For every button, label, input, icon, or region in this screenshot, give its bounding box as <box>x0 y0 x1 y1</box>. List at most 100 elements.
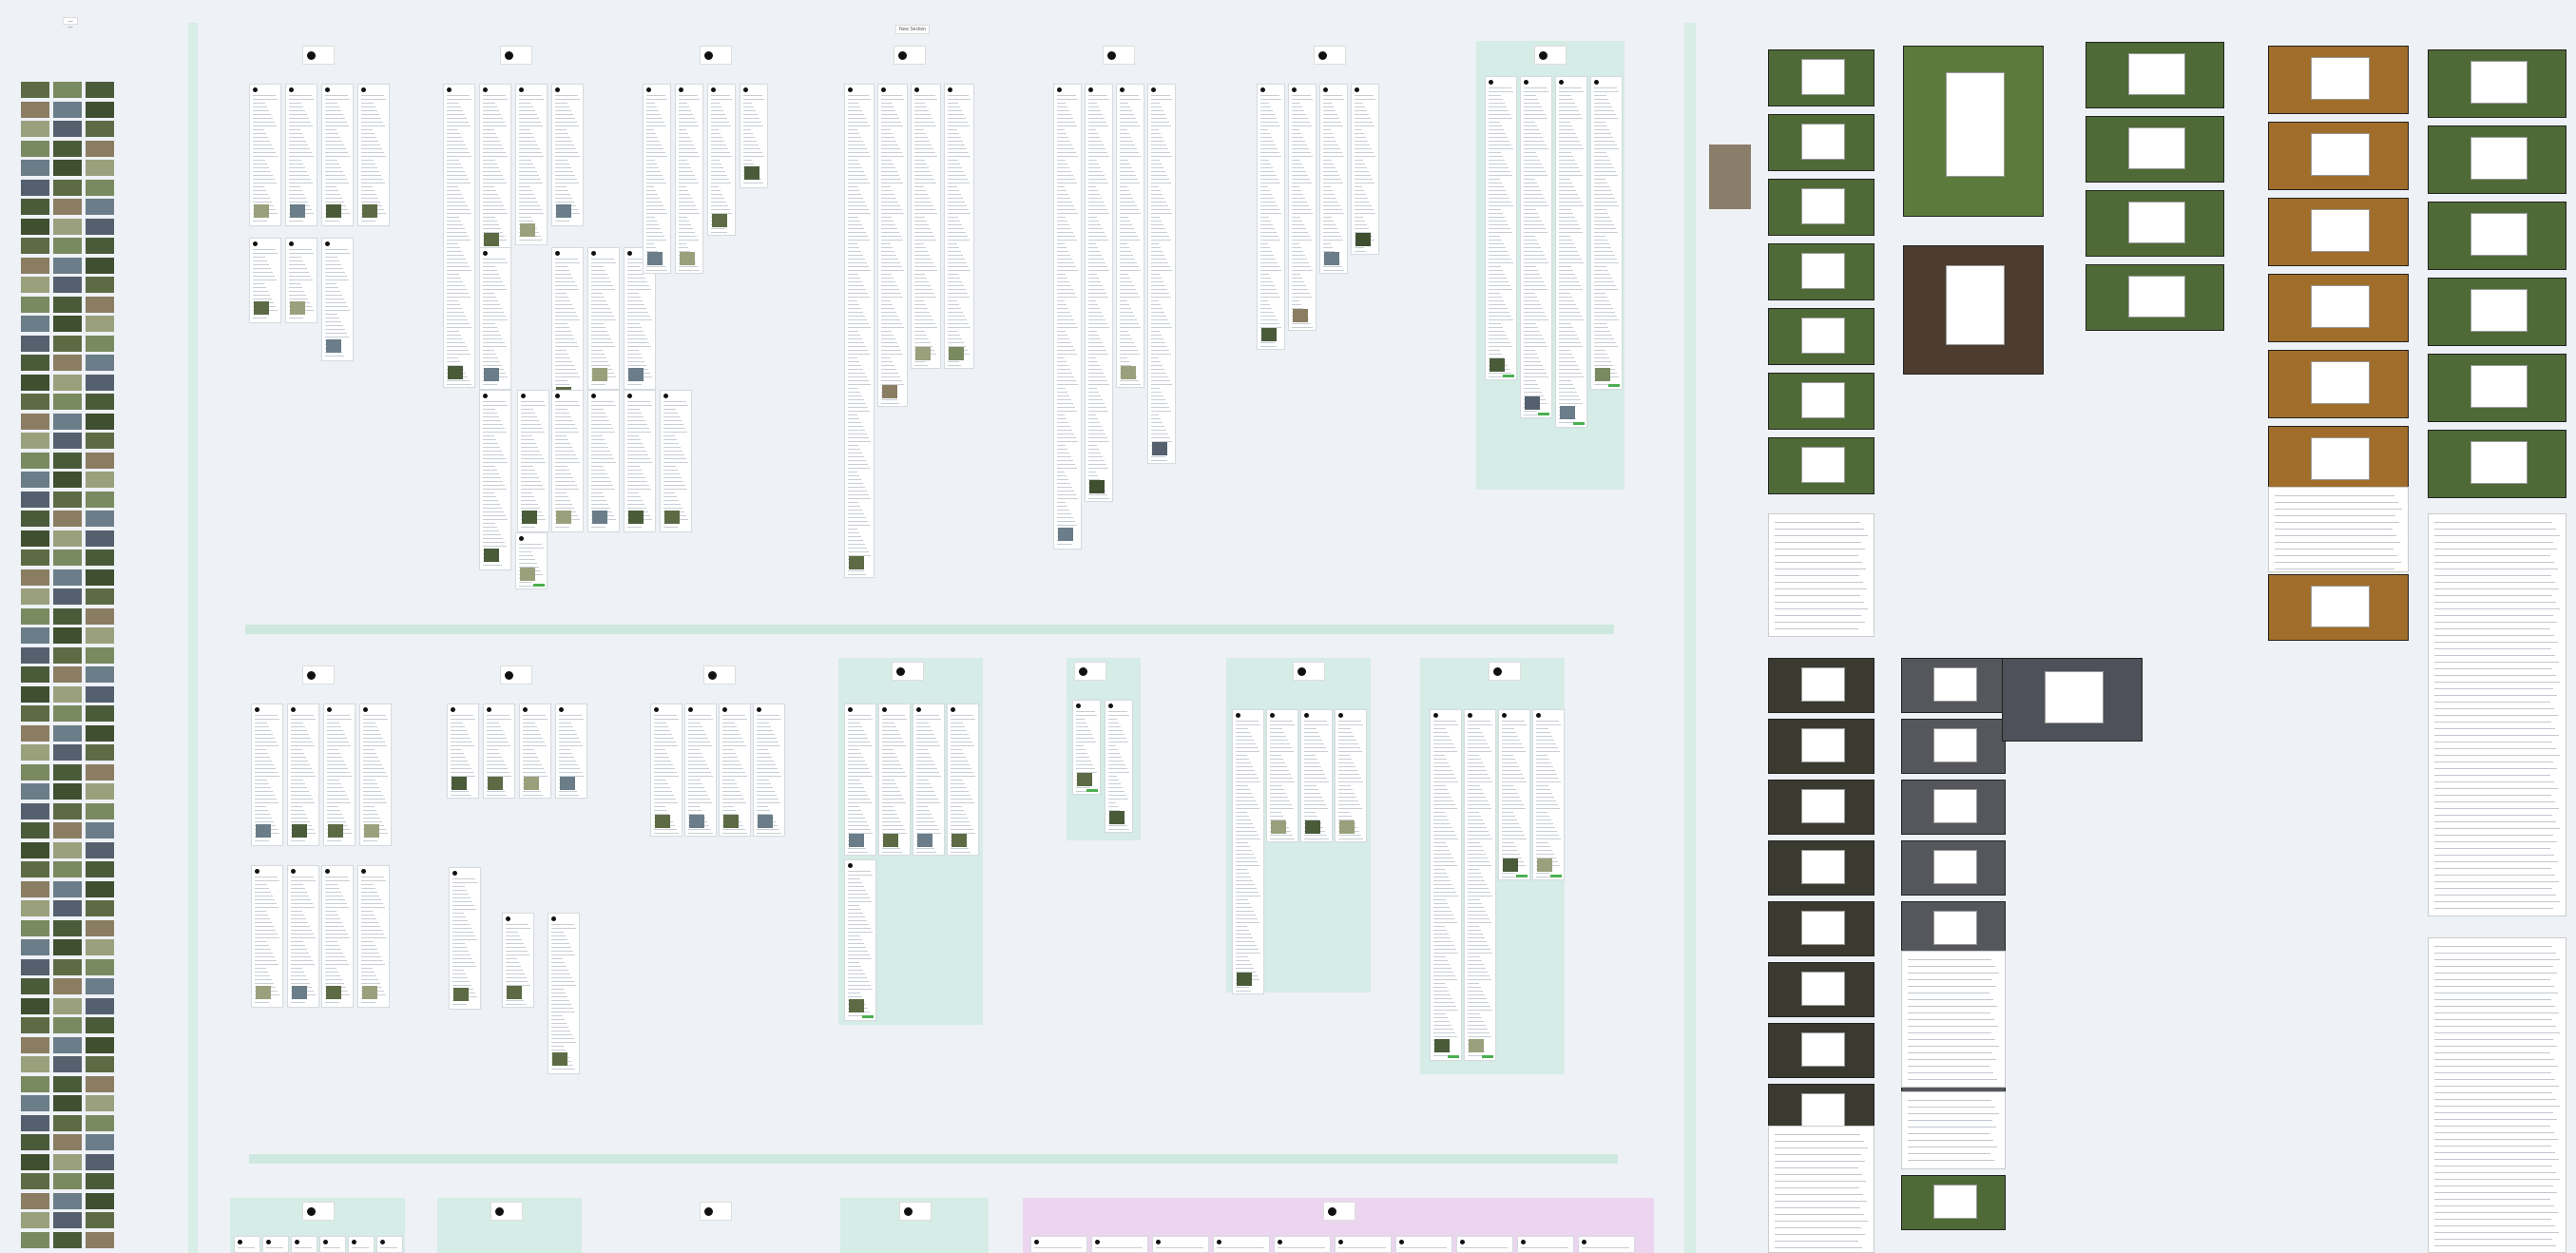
post-card[interactable] <box>877 84 908 407</box>
modal-dialog-icon[interactable] <box>1800 382 1846 418</box>
post-card[interactable] <box>1257 84 1285 350</box>
website-screenshot[interactable] <box>1768 962 1874 1017</box>
photo-thumbnail-icon[interactable] <box>53 822 82 839</box>
photo-thumbnail-icon[interactable] <box>21 569 49 586</box>
photo-thumbnail-icon[interactable] <box>21 1095 49 1111</box>
post-card[interactable] <box>1335 709 1367 842</box>
photo-thumbnail-icon[interactable] <box>86 1231 114 1248</box>
website-screenshot[interactable] <box>1768 658 1874 713</box>
post-card[interactable] <box>1464 709 1496 1061</box>
post-card[interactable] <box>740 84 768 188</box>
photo-thumbnail-icon[interactable] <box>53 511 82 527</box>
website-screenshot[interactable] <box>1901 780 2006 835</box>
photo-thumbnail-icon[interactable] <box>53 394 82 410</box>
photo-thumbnail-icon[interactable] <box>86 1173 114 1189</box>
website-screenshot[interactable] <box>2428 49 2566 118</box>
photo-thumbnail-icon[interactable] <box>21 802 49 819</box>
website-screenshot[interactable] <box>1768 114 1874 171</box>
post-card[interactable] <box>551 390 584 532</box>
modal-dialog-icon[interactable] <box>1933 666 1977 703</box>
photo-thumbnail-icon[interactable] <box>21 744 49 761</box>
modal-dialog-icon[interactable] <box>2311 132 2370 176</box>
post-card[interactable] <box>548 913 580 1074</box>
post-card[interactable] <box>947 704 979 856</box>
document-page[interactable] <box>1768 513 1874 637</box>
photo-thumbnail-icon[interactable] <box>86 978 114 994</box>
photo-thumbnail-icon[interactable] <box>21 374 49 391</box>
photo-thumbnail-icon[interactable] <box>86 919 114 936</box>
photo-thumbnail-icon[interactable] <box>86 1192 114 1209</box>
website-screenshot[interactable] <box>1768 901 1874 956</box>
photo-thumbnail-icon[interactable] <box>86 1075 114 1092</box>
photo-thumbnail-icon[interactable] <box>86 666 114 683</box>
photo-thumbnail-icon[interactable] <box>21 646 49 664</box>
photo-thumbnail-icon[interactable] <box>53 413 82 430</box>
modal-dialog-icon[interactable] <box>2045 671 2104 723</box>
website-screenshot[interactable] <box>2428 354 2566 422</box>
profile-header[interactable] <box>899 1202 932 1221</box>
photo-thumbnail-icon[interactable] <box>86 627 114 644</box>
website-screenshot[interactable] <box>1768 840 1874 896</box>
photo-thumbnail-icon[interactable] <box>86 588 114 605</box>
modal-dialog-icon[interactable] <box>2127 275 2186 318</box>
photo-thumbnail-icon[interactable] <box>86 257 114 274</box>
website-screenshot[interactable] <box>2428 125 2566 194</box>
post-card[interactable] <box>234 1236 260 1253</box>
photo-thumbnail-icon[interactable] <box>86 140 114 157</box>
photo-thumbnail-icon[interactable] <box>86 511 114 527</box>
photo-thumbnail-icon[interactable] <box>86 569 114 586</box>
photo-thumbnail-strip[interactable] <box>21 82 120 1251</box>
photo-thumbnail-icon[interactable] <box>53 1056 82 1072</box>
green-button-icon[interactable] <box>862 1015 874 1018</box>
photo-thumbnail-icon[interactable] <box>86 549 114 566</box>
post-card[interactable] <box>1030 1236 1087 1253</box>
profile-header[interactable] <box>490 1202 523 1221</box>
modal-dialog-icon[interactable] <box>2311 585 2370 627</box>
profile-header[interactable] <box>1534 46 1567 65</box>
modal-dialog-icon[interactable] <box>1800 666 1846 703</box>
photo-thumbnail-icon[interactable] <box>21 472 49 488</box>
post-card[interactable] <box>1485 76 1517 380</box>
photo-thumbnail-icon[interactable] <box>86 335 114 352</box>
modal-dialog-icon[interactable] <box>1800 188 1846 224</box>
modal-dialog-icon[interactable] <box>2311 284 2370 328</box>
post-card[interactable] <box>1555 76 1587 428</box>
photo-thumbnail-icon[interactable] <box>86 355 114 371</box>
post-card[interactable] <box>1274 1236 1331 1253</box>
photo-thumbnail-icon[interactable] <box>53 316 82 332</box>
website-screenshot[interactable] <box>1768 1023 1874 1078</box>
photo-thumbnail-icon[interactable] <box>53 705 82 722</box>
post-card[interactable] <box>719 704 751 837</box>
post-card[interactable] <box>1300 709 1333 842</box>
post-card[interactable] <box>287 704 319 846</box>
post-card[interactable] <box>285 84 317 226</box>
modal-dialog-icon[interactable] <box>2470 440 2528 484</box>
green-button-icon[interactable] <box>1573 422 1585 425</box>
website-screenshot[interactable] <box>2268 122 2409 190</box>
photo-thumbnail-icon[interactable] <box>21 627 49 644</box>
post-card[interactable] <box>447 704 479 799</box>
modal-dialog-icon[interactable] <box>1933 910 1977 946</box>
profile-header[interactable] <box>1074 662 1106 681</box>
photo-thumbnail-icon[interactable] <box>53 939 82 955</box>
photo-thumbnail-icon[interactable] <box>86 433 114 449</box>
post-card[interactable] <box>1351 84 1379 255</box>
modal-dialog-icon[interactable] <box>2127 52 2186 95</box>
photo-thumbnail-icon[interactable] <box>53 530 82 547</box>
photo-thumbnail-icon[interactable] <box>53 978 82 994</box>
post-card[interactable] <box>483 704 515 799</box>
photo-thumbnail-icon[interactable] <box>86 413 114 430</box>
photo-thumbnail-icon[interactable] <box>53 335 82 352</box>
post-card[interactable] <box>1105 700 1133 833</box>
photo-thumbnail-icon[interactable] <box>53 1114 82 1131</box>
post-card[interactable] <box>643 84 671 274</box>
photo-thumbnail-icon[interactable] <box>21 1114 49 1131</box>
photo-thumbnail-icon[interactable] <box>86 82 114 98</box>
post-card[interactable] <box>624 247 656 390</box>
photo-thumbnail-icon[interactable] <box>86 277 114 293</box>
photo-thumbnail-icon[interactable] <box>21 549 49 566</box>
photo-thumbnail-icon[interactable] <box>21 413 49 430</box>
photo-thumbnail-icon[interactable] <box>53 277 82 293</box>
post-card[interactable] <box>249 238 281 323</box>
photo-thumbnail-icon[interactable] <box>21 316 49 332</box>
